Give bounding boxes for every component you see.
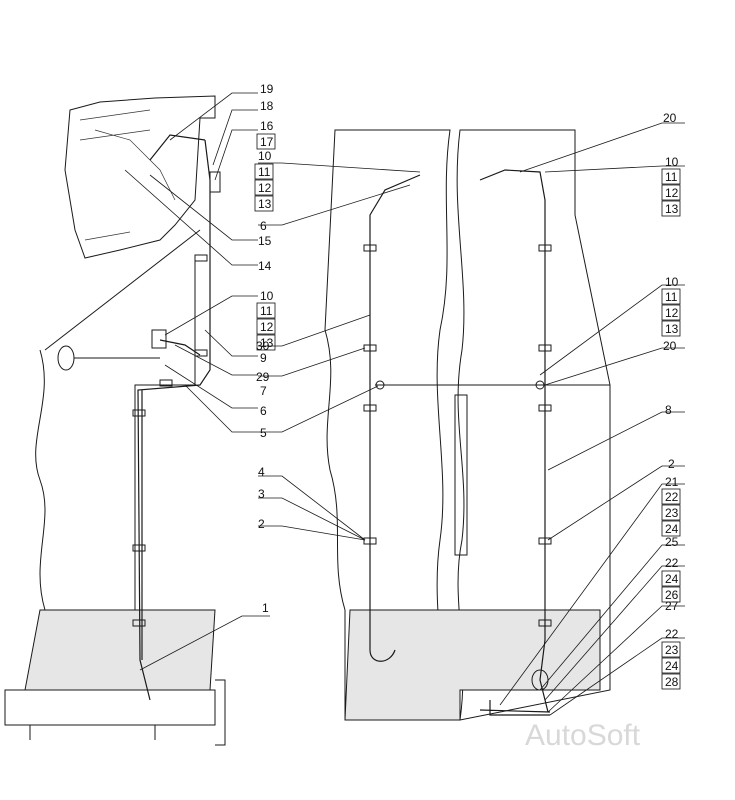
left-view (4, 95, 226, 746)
left-diagonal-brace (44, 229, 201, 351)
callout-23-b: 23 (665, 643, 679, 657)
leader-lines (124, 92, 685, 716)
callout-11-left: 11 (260, 304, 273, 318)
left-inset-hatch (79, 109, 176, 241)
left-top-connector (209, 171, 221, 193)
callout-23-a: 23 (665, 506, 679, 520)
callout-11-center: 11 (258, 165, 271, 179)
callout-13-right-mid: 13 (665, 322, 679, 336)
callout-19: 19 (260, 82, 274, 96)
callout-7: 7 (260, 384, 267, 398)
callout-5: 5 (260, 426, 267, 440)
callout-21: 21 (665, 475, 679, 489)
left-connector (151, 329, 167, 349)
callout-25: 25 (665, 535, 679, 549)
callout-3: 3 (258, 487, 265, 501)
callout-10-center: 10 (258, 149, 272, 163)
callout-28: 28 (665, 675, 679, 689)
door-right-cable (479, 169, 549, 713)
callout-13-center: 13 (258, 197, 272, 211)
callout-16: 16 (260, 119, 274, 133)
callout-20-top: 20 (663, 111, 677, 125)
door-bottom-cable (479, 700, 551, 716)
left-base-block (24, 609, 216, 691)
callouts-center: 10 11 12 13 6 30 29 4 3 2 (254, 149, 274, 531)
door-bottom-step (344, 609, 601, 721)
callout-8: 8 (665, 403, 672, 417)
callout-12-left: 12 (260, 320, 274, 334)
callout-22-a: 22 (665, 490, 679, 504)
callout-13-right-top: 13 (665, 202, 679, 216)
callout-4: 4 (258, 465, 265, 479)
door-left-cable (369, 174, 421, 662)
callout-15: 15 (258, 234, 272, 248)
left-inset-outline (64, 95, 216, 259)
door-window (454, 394, 468, 556)
left-clips (132, 254, 208, 627)
callout-22-c: 22 (665, 627, 679, 641)
door-grommet-left (375, 380, 385, 390)
callout-1: 1 (262, 601, 269, 615)
callout-22-b: 22 (665, 556, 679, 570)
callout-12-center: 12 (258, 181, 272, 195)
callout-24-c: 24 (665, 659, 679, 673)
door-view (324, 129, 611, 721)
callout-2-center: 2 (258, 517, 265, 531)
door-clips (363, 244, 552, 627)
callout-11-right-mid: 11 (665, 290, 678, 304)
callout-18: 18 (260, 99, 274, 113)
callouts-right: 20 10 11 12 13 10 11 12 13 20 8 2 21 22 … (661, 111, 681, 690)
callout-20-mid: 20 (663, 339, 677, 353)
callout-26: 26 (665, 588, 679, 602)
callout-12-right-top: 12 (665, 186, 679, 200)
left-body-outline (35, 255, 196, 611)
callouts-left: 19 18 16 17 15 14 10 11 12 13 9 7 6 5 1 (256, 82, 276, 615)
left-base-plate (4, 679, 226, 746)
callout-30: 30 (256, 339, 270, 353)
callout-14: 14 (258, 259, 272, 273)
callout-10-right-mid: 10 (665, 275, 679, 289)
callout-11-right-top: 11 (665, 170, 678, 184)
callout-2-right: 2 (668, 457, 675, 471)
door-grommet-right (535, 380, 545, 390)
callout-6-left: 6 (260, 404, 267, 418)
callout-9: 9 (260, 351, 267, 365)
callout-13-left: 13 (260, 336, 274, 350)
callout-17: 17 (260, 135, 274, 149)
callout-6-center: 6 (260, 219, 267, 233)
callout-24-b: 24 (665, 572, 679, 586)
callout-24-a: 24 (665, 522, 679, 536)
callout-10-left: 10 (260, 289, 274, 303)
callout-29: 29 (256, 370, 270, 384)
watermark: AutoSoft (525, 719, 641, 752)
callout-27: 27 (665, 599, 679, 613)
left-mirror (57, 345, 75, 371)
callout-10-right-top: 10 (665, 155, 679, 169)
callout-12-right-mid: 12 (665, 306, 679, 320)
